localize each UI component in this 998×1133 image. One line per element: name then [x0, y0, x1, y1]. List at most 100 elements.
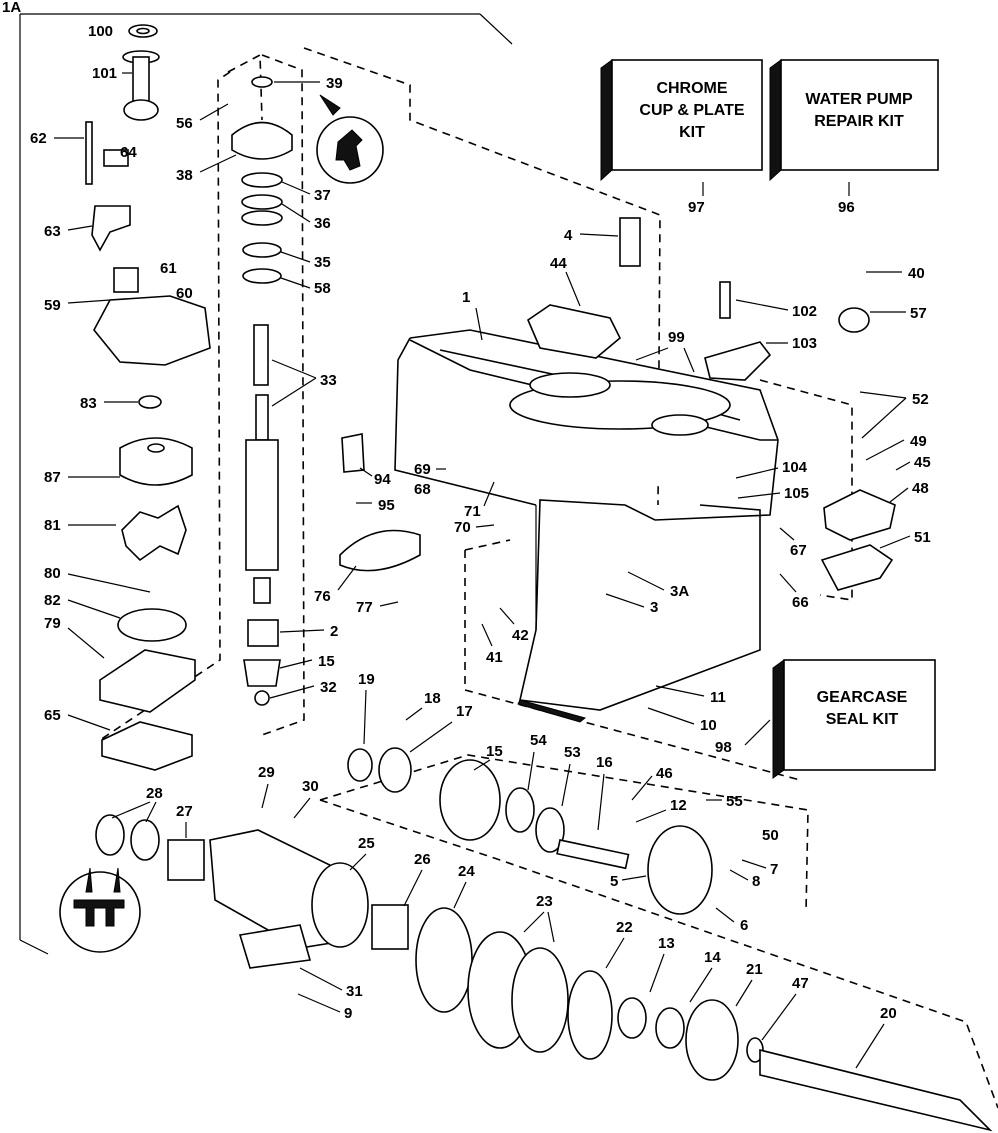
callout-39: 39 — [326, 75, 343, 92]
callout-9: 9 — [344, 1005, 352, 1022]
callout-3A: 3A — [670, 583, 689, 600]
kit-96-line1: WATER PUMP — [805, 91, 913, 108]
callout-42: 42 — [512, 627, 529, 644]
callout-17: 17 — [456, 703, 473, 720]
callout-104: 104 — [782, 459, 808, 476]
callout-60: 60 — [176, 285, 193, 302]
callout-79: 79 — [44, 615, 61, 632]
callout-7: 7 — [770, 861, 778, 878]
callout-12: 12 — [670, 797, 687, 814]
callout-30: 30 — [302, 778, 319, 795]
kit-chrome-cup-plate: CHROME CUP & PLATE KIT 97 — [600, 59, 763, 216]
page-frame: 1A — [2, 0, 513, 955]
driveshaft-parts — [231, 76, 293, 706]
callout-26: 26 — [414, 851, 431, 868]
callout-59: 59 — [44, 297, 61, 314]
callout-37: 37 — [314, 187, 331, 204]
callout-61: 61 — [160, 260, 177, 277]
callout-103: 103 — [792, 335, 817, 352]
callout-77: 77 — [356, 599, 373, 616]
callout-68: 68 — [414, 481, 431, 498]
callout-32: 32 — [320, 679, 337, 696]
page-ref: 1A — [2, 0, 21, 16]
callout-99: 99 — [668, 329, 685, 346]
callout-6: 6 — [740, 917, 748, 934]
callout-102: 102 — [792, 303, 817, 320]
callout-28: 28 — [146, 785, 163, 802]
callout-100: 100 — [88, 23, 113, 40]
callout-70: 70 — [454, 519, 471, 536]
callout-50: 50 — [762, 827, 779, 844]
kit-water-pump-repair: WATER PUMP REPAIR KIT 96 — [769, 59, 939, 216]
kit-98-line2: SEAL KIT — [826, 711, 899, 728]
callout-38: 38 — [176, 167, 193, 184]
kit-96-line2: REPAIR KIT — [814, 113, 904, 130]
tool-icon-special — [316, 94, 384, 184]
callout-33: 33 — [320, 372, 337, 389]
callout-54: 54 — [530, 732, 547, 749]
tool-icon-bearing-puller — [59, 867, 141, 953]
callout-29: 29 — [258, 764, 275, 781]
callout-64: 64 — [120, 144, 137, 161]
callout-14: 14 — [704, 949, 721, 966]
callout-10: 10 — [700, 717, 717, 734]
callout-16: 16 — [596, 754, 613, 771]
callout-58: 58 — [314, 280, 331, 297]
kit-96-number: 96 — [838, 199, 855, 216]
callout-23: 23 — [536, 893, 553, 910]
callout-53: 53 — [564, 744, 581, 761]
callout-71: 71 — [464, 503, 481, 520]
kit-gearcase-seal: GEARCASE SEAL KIT 98 — [715, 659, 936, 779]
kit-97-line3: KIT — [679, 124, 705, 141]
callout-69: 69 — [414, 461, 431, 478]
callout-24: 24 — [458, 863, 475, 880]
callout-15b: 15 — [486, 743, 503, 760]
callout-95: 95 — [378, 497, 395, 514]
callout-83: 83 — [80, 395, 97, 412]
callout-56: 56 — [176, 115, 193, 132]
callout-55: 55 — [726, 793, 743, 810]
callout-15a: 15 — [318, 653, 335, 670]
callout-8: 8 — [752, 873, 760, 890]
callout-19: 19 — [358, 671, 375, 688]
callouts: 100 101 62 64 63 61 60 59 83 87 81 80 82… — [30, 23, 931, 1069]
kit-97-line2: CUP & PLATE — [639, 102, 745, 119]
callout-81: 81 — [44, 517, 61, 534]
callout-82: 82 — [44, 592, 61, 609]
upper-right-parts — [339, 217, 896, 591]
callout-48: 48 — [912, 480, 929, 497]
callout-80: 80 — [44, 565, 61, 582]
callout-18: 18 — [424, 690, 441, 707]
callout-3: 3 — [650, 599, 658, 616]
callout-65: 65 — [44, 707, 61, 724]
callout-36: 36 — [314, 215, 331, 232]
gearcase-housing — [394, 329, 779, 723]
callout-35: 35 — [314, 254, 331, 271]
callout-13: 13 — [658, 935, 675, 952]
callout-101: 101 — [92, 65, 117, 82]
callout-41: 41 — [486, 649, 503, 666]
callout-94: 94 — [374, 471, 391, 488]
kit-98-number: 98 — [715, 739, 732, 756]
callout-44: 44 — [550, 255, 567, 272]
callout-31: 31 — [346, 983, 363, 1000]
callout-25: 25 — [358, 835, 375, 852]
callout-27: 27 — [176, 803, 193, 820]
callout-1: 1 — [462, 289, 470, 306]
kit-98-line1: GEARCASE — [817, 689, 908, 706]
callout-67: 67 — [790, 542, 807, 559]
callout-49: 49 — [910, 433, 927, 450]
callout-20: 20 — [880, 1005, 897, 1022]
callout-52: 52 — [912, 391, 929, 408]
callout-66: 66 — [792, 594, 809, 611]
callout-22: 22 — [616, 919, 633, 936]
callout-51: 51 — [914, 529, 931, 546]
callout-57: 57 — [910, 305, 927, 322]
callout-62: 62 — [30, 130, 47, 147]
callout-47: 47 — [792, 975, 809, 992]
callout-11: 11 — [710, 689, 726, 706]
callout-87: 87 — [44, 469, 61, 486]
callout-105: 105 — [784, 485, 809, 502]
kit-97-line1: CHROME — [656, 80, 727, 97]
